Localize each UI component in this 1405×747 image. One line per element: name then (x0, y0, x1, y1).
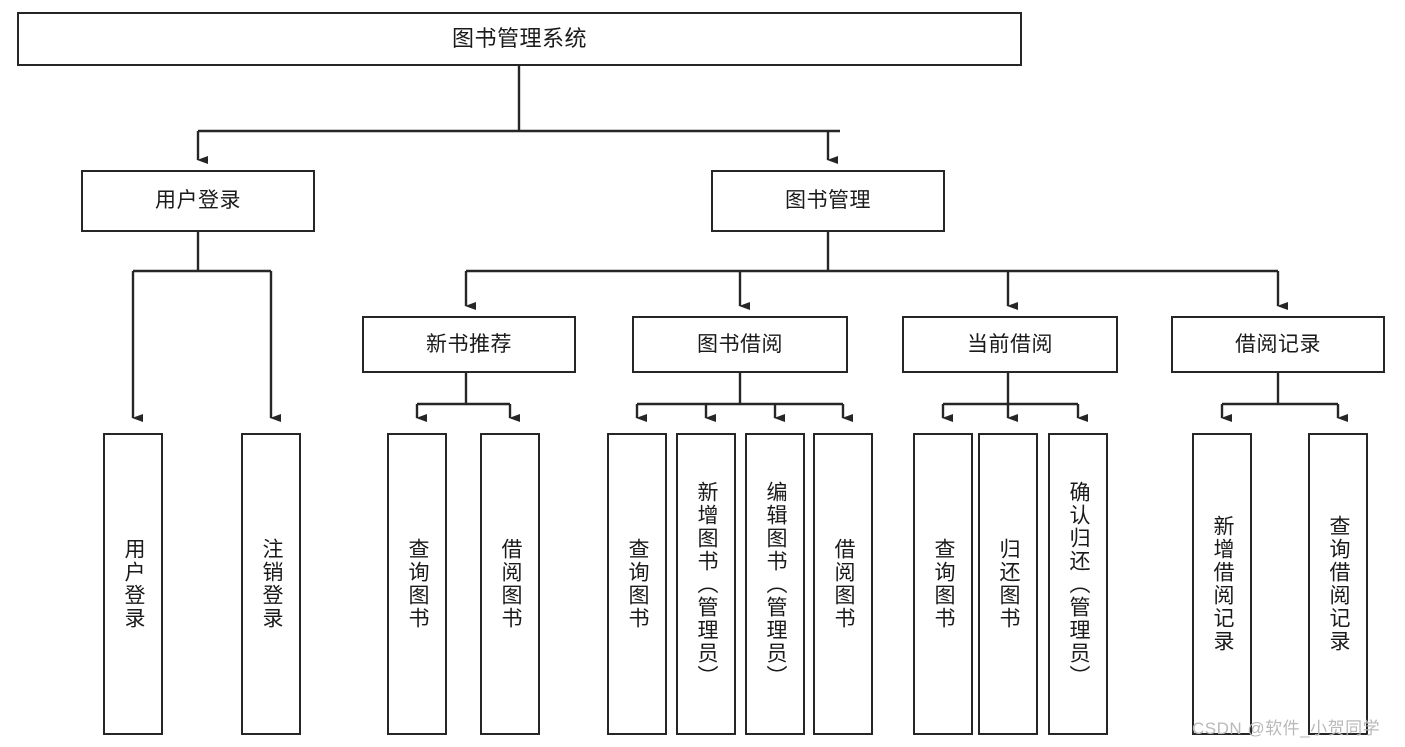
node-leaf-return-book[interactable]: 归还图书 (978, 433, 1038, 735)
node-label: 借阅图书 (499, 538, 523, 630)
node-label: 新增图书（管理员） (695, 480, 719, 688)
node-book-borrow[interactable]: 图书借阅 (632, 316, 848, 373)
node-label: 查询图书 (626, 538, 650, 630)
node-leaf-borrow-book-2[interactable]: 借阅图书 (813, 433, 873, 735)
node-label: 图书管理 (785, 189, 871, 213)
node-label: 用户登录 (122, 538, 146, 630)
node-user-login[interactable]: 用户登录 (81, 170, 315, 232)
node-leaf-add-record[interactable]: 新增借阅记录 (1192, 433, 1252, 735)
node-leaf-add-book[interactable]: 新增图书（管理员） (676, 433, 736, 735)
node-label: 编辑图书（管理员） (764, 480, 788, 688)
node-label: 图书管理系统 (451, 25, 587, 51)
node-leaf-edit-book[interactable]: 编辑图书（管理员） (745, 433, 805, 735)
node-book-manage[interactable]: 图书管理 (711, 170, 945, 232)
node-borrow-record[interactable]: 借阅记录 (1171, 316, 1385, 373)
node-label: 新书推荐 (426, 332, 512, 356)
node-label: 借阅记录 (1235, 332, 1321, 356)
node-leaf-query-book-2[interactable]: 查询图书 (607, 433, 667, 735)
node-leaf-query-book-1[interactable]: 查询图书 (387, 433, 447, 735)
node-label: 查询图书 (406, 538, 430, 630)
node-leaf-confirm-return[interactable]: 确认归还（管理员） (1048, 433, 1108, 735)
node-leaf-logout-login[interactable]: 注销登录 (241, 433, 301, 735)
node-leaf-query-record[interactable]: 查询借阅记录 (1308, 433, 1368, 735)
watermark-text: CSDN @软件_小贺同学 (1192, 719, 1381, 738)
node-current-borrow[interactable]: 当前借阅 (902, 316, 1118, 373)
node-label: 查询图书 (932, 538, 956, 630)
node-root-system[interactable]: 图书管理系统 (17, 12, 1022, 66)
node-label: 当前借阅 (967, 332, 1053, 356)
node-label: 图书借阅 (697, 332, 783, 356)
node-label: 查询借阅记录 (1327, 515, 1351, 653)
node-label: 用户登录 (155, 189, 241, 213)
node-leaf-borrow-book-1[interactable]: 借阅图书 (480, 433, 540, 735)
node-leaf-query-book-3[interactable]: 查询图书 (913, 433, 973, 735)
node-label: 新增借阅记录 (1211, 515, 1235, 653)
node-leaf-user-login[interactable]: 用户登录 (103, 433, 163, 735)
node-label: 归还图书 (997, 538, 1021, 630)
node-label: 借阅图书 (832, 538, 856, 630)
node-label: 注销登录 (260, 538, 284, 630)
node-new-book-recommend[interactable]: 新书推荐 (362, 316, 576, 373)
node-label: 确认归还（管理员） (1067, 480, 1091, 688)
